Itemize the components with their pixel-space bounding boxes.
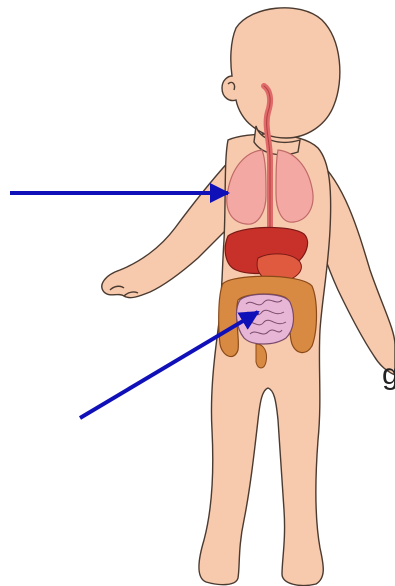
head (222, 8, 340, 138)
left-arm (102, 160, 230, 298)
edge-label-text: g (382, 358, 395, 392)
